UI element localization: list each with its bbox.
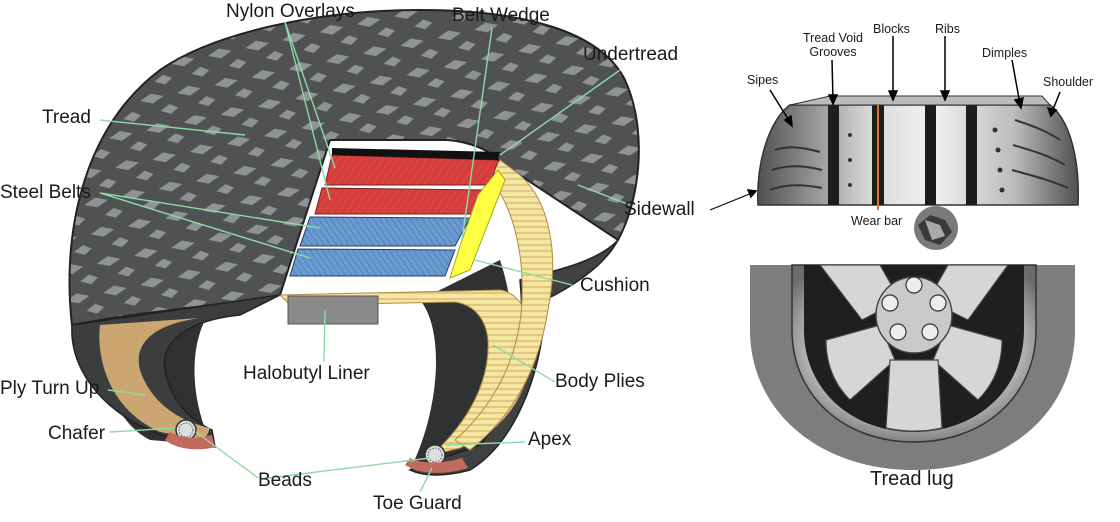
tread-arrows (709, 36, 1061, 211)
tread-band (68, 8, 640, 327)
label-sidewall: Sidewall (624, 199, 695, 220)
label-wear-bar: Wear bar (851, 214, 903, 228)
nylon-overlay-2 (314, 187, 489, 215)
label-sipes: Sipes (747, 73, 779, 87)
dimples (848, 127, 1005, 193)
wheel (750, 264, 1075, 470)
leader-lines (99, 21, 631, 493)
tread-groove (925, 105, 936, 205)
label-ply-turn-up: Ply Turn Up (0, 378, 100, 399)
label-apex: Apex (528, 429, 572, 450)
label-blocks: Blocks (873, 22, 910, 36)
tread-groove (966, 105, 977, 205)
label-beads: Beads (258, 470, 312, 491)
label-undertread: Undertread (583, 44, 679, 65)
lug-nuts (881, 276, 947, 341)
label-dimples: Dimples (982, 46, 1028, 60)
steel-belt-1 (299, 216, 471, 247)
label-chafer: Chafer (48, 423, 106, 444)
label-toe-guard: Toe Guard (373, 493, 462, 514)
tread-strip (757, 104, 1079, 206)
label-belt-wedge: Belt Wedge (452, 5, 550, 26)
tread-detail (709, 36, 1079, 250)
undertread-strip (332, 148, 500, 160)
belt-wedge (449, 169, 506, 279)
label-body-plies: Body Plies (555, 371, 645, 392)
halobutyl-liner (287, 295, 379, 325)
label-tread-void-grooves: Tread Void Grooves (803, 31, 863, 59)
tread-groove (828, 105, 839, 205)
left-ply-edge (99, 318, 210, 440)
label-steel-belts: Steel Belts (0, 182, 91, 203)
label-cushion: Cushion (580, 275, 650, 296)
label-tread: Tread (42, 107, 91, 128)
label-nylon-overlays: Nylon Overlays (226, 1, 355, 22)
label-ribs: Ribs (935, 22, 961, 36)
toe-guard-right (405, 458, 468, 473)
label-halobutyl-liner: Halobutyl Liner (243, 363, 370, 384)
label-shoulder: Shoulder (1043, 75, 1094, 89)
toe-guard-left (165, 432, 215, 450)
sipes (769, 119, 1069, 191)
cutaway-tire (68, 8, 640, 476)
label-tread-lug: Tread lug (870, 468, 954, 490)
body-ply-band (454, 159, 554, 451)
steel-belt-2 (289, 248, 456, 277)
